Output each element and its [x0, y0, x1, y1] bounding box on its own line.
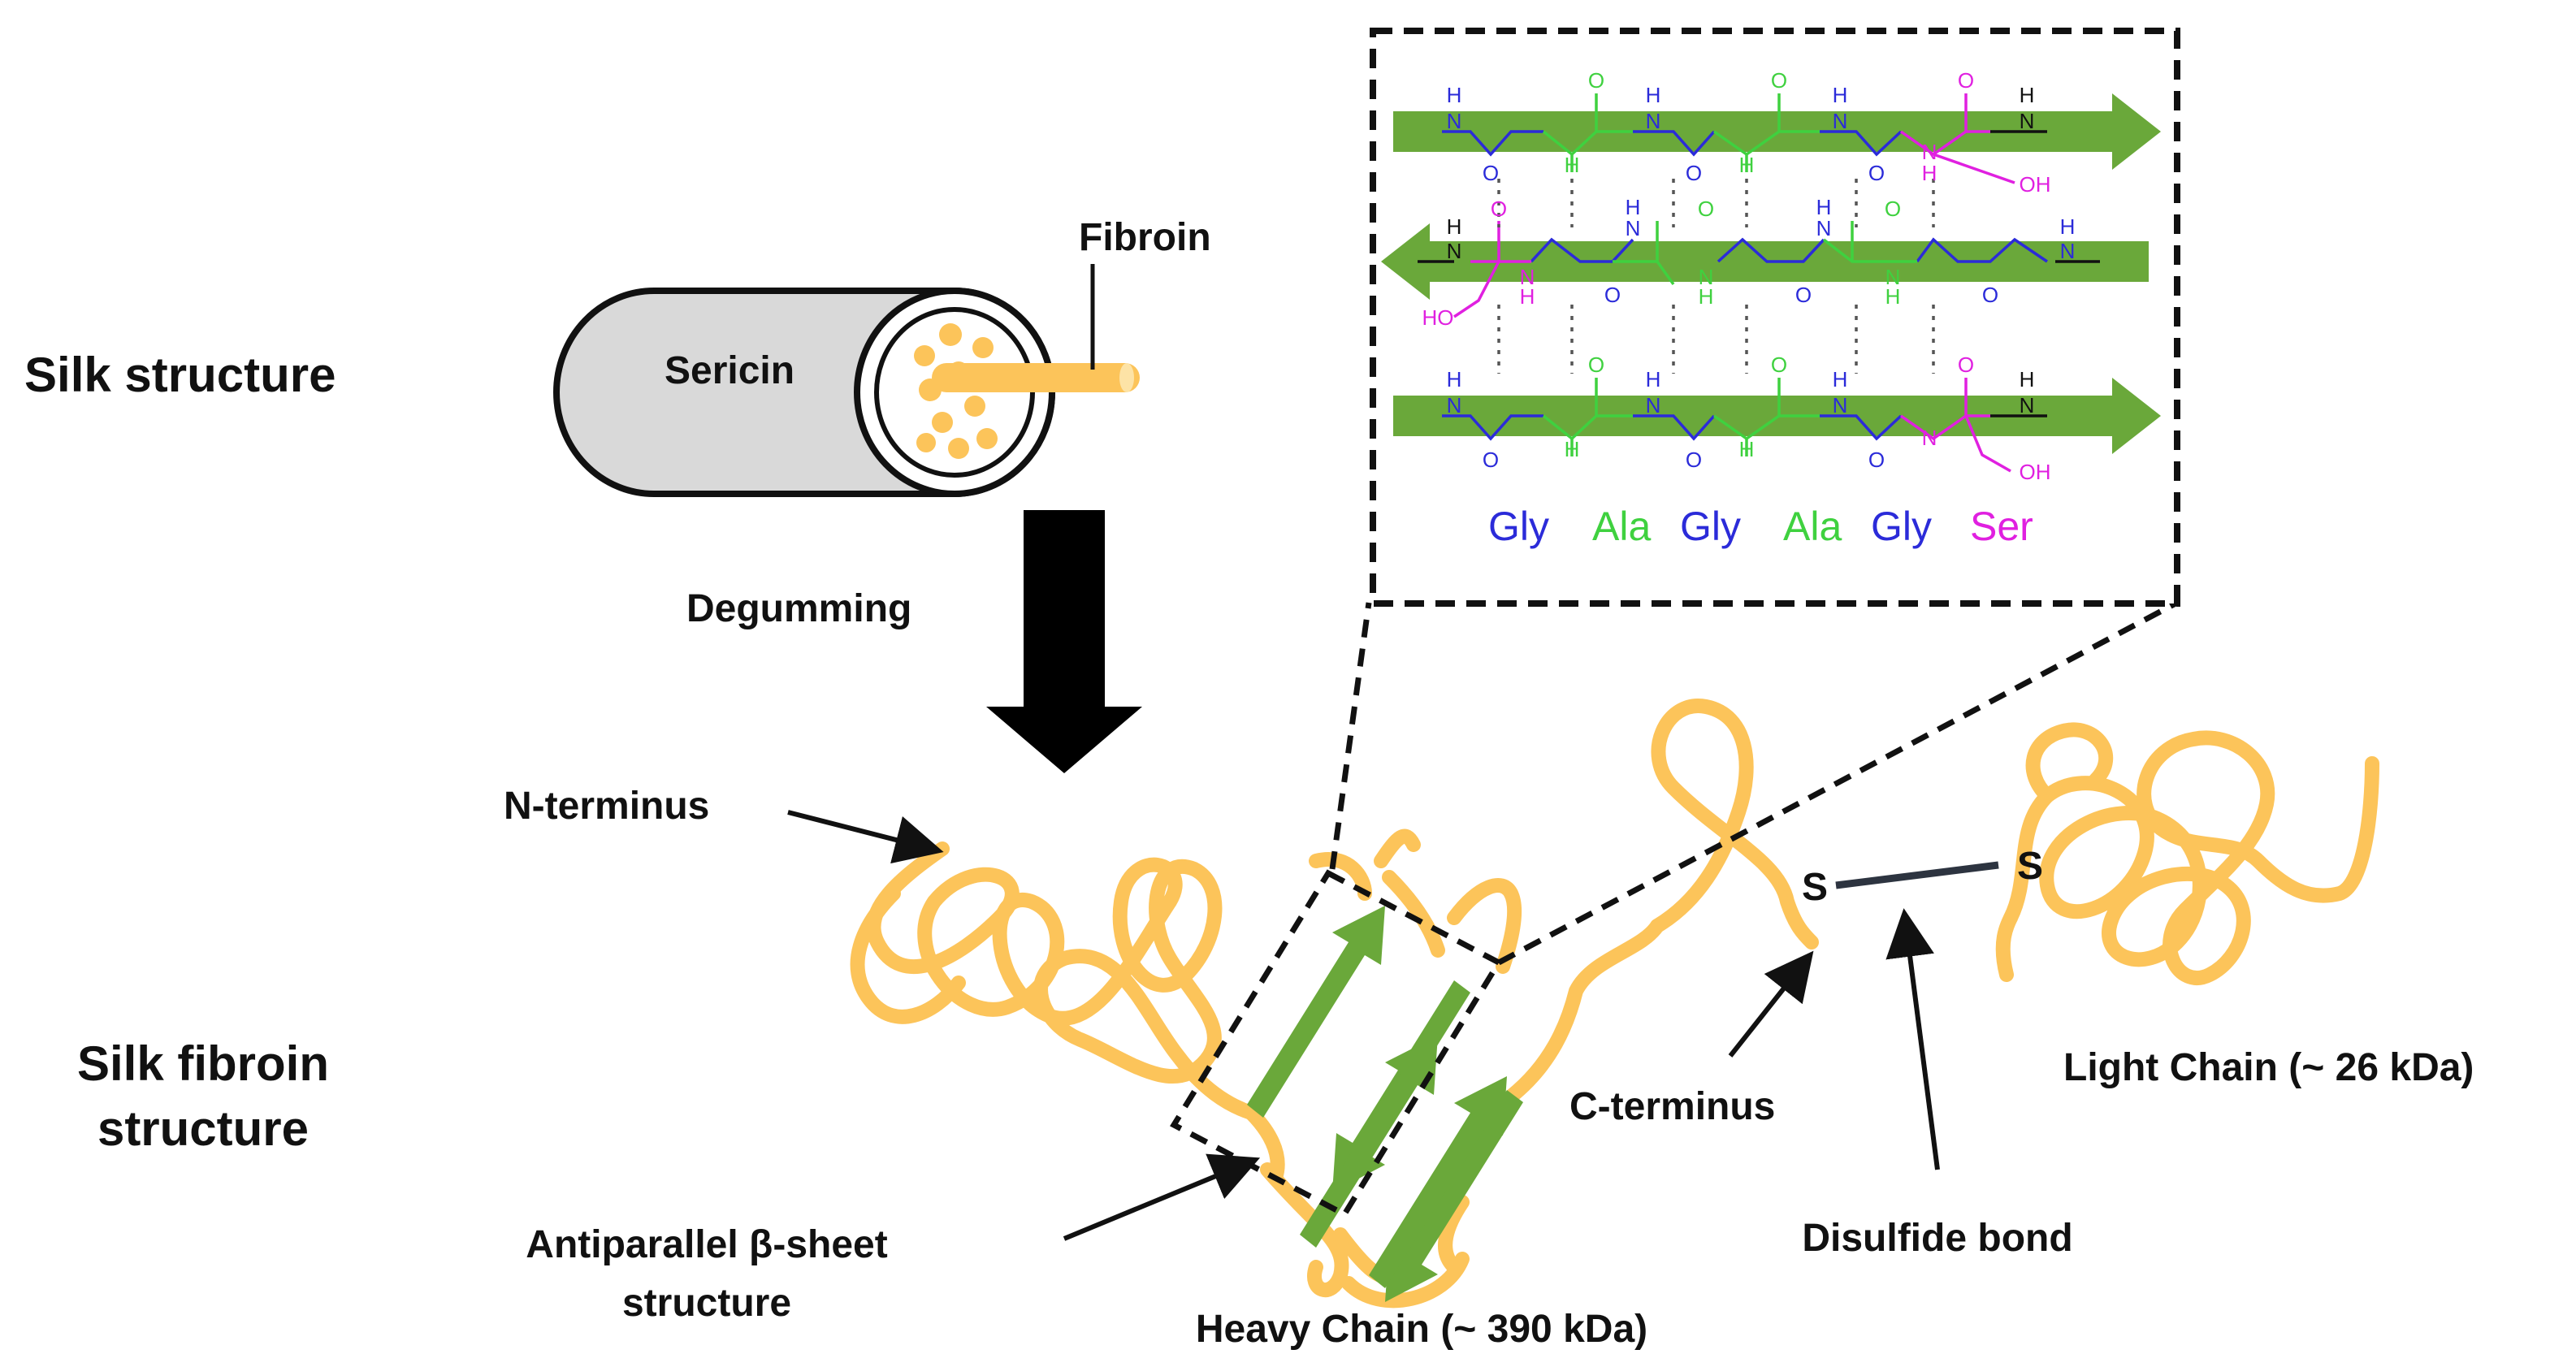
disulfide-bond-arrow: [1885, 908, 1940, 1170]
beta-sheet-highlight-box: [1170, 869, 1503, 1218]
n-terminus-arrow: [787, 810, 944, 864]
sericin-label: Sericin: [665, 349, 794, 392]
atom-h: H: [1447, 214, 1462, 239]
atom-o: O: [1491, 197, 1507, 221]
atom-n: N: [2060, 239, 2076, 263]
atom-oh: OH: [2020, 460, 2051, 484]
zoom-line-right: [1497, 599, 2179, 966]
degumming-label: Degumming: [686, 587, 911, 630]
atom-h: H: [1520, 284, 1535, 309]
atom-h: H: [1447, 83, 1462, 107]
atom-h: H: [1565, 153, 1580, 177]
atom-h: H: [1816, 195, 1832, 219]
antiparallel-arrow: [1063, 1153, 1261, 1241]
atom-n: N: [1833, 109, 1848, 133]
atom-o: O: [1588, 353, 1604, 377]
residue-label: Ser: [1970, 504, 2033, 549]
atom-h: H: [1646, 367, 1661, 391]
residue-label: Ala: [1783, 504, 1842, 549]
pointer-arrows: [787, 810, 1940, 1241]
disulfide-bond-label: Disulfide bond: [1802, 1217, 2072, 1260]
sequence-labels: Gly Ala Gly Ala Gly Ser: [1488, 504, 2033, 549]
atom-o: O: [1686, 448, 1702, 472]
antiparallel-label-line2: structure: [622, 1282, 791, 1325]
atom-n: N: [1447, 393, 1462, 417]
atom-o: O: [1771, 68, 1787, 93]
atom-o: O: [1686, 161, 1702, 185]
atom-n: N: [1699, 265, 1714, 289]
hydrogen-bonds: [1497, 179, 1935, 374]
atom-h: H: [1833, 83, 1848, 107]
atom-h: H: [2060, 214, 2076, 239]
light-chain-strand: [1995, 722, 2379, 985]
atom-n: N: [1816, 216, 1832, 240]
atom-o: O: [1483, 448, 1499, 472]
atom-h: H: [1565, 437, 1580, 461]
fibroin-label: Fibroin: [1079, 216, 1211, 259]
atom-o: O: [1588, 68, 1604, 93]
atom-h: H: [1646, 83, 1661, 107]
atom-o: O: [1698, 197, 1714, 221]
c-terminus-arrow: [1728, 950, 1814, 1058]
atom-n: N: [2020, 109, 2035, 133]
c-terminus-label: C-terminus: [1569, 1085, 1775, 1128]
atom-h: H: [1447, 367, 1462, 391]
atom-n: N: [1447, 239, 1462, 263]
atom-h: H: [1626, 195, 1641, 219]
atom-o: O: [1958, 68, 1974, 93]
molecular-backbones: [1418, 93, 2100, 473]
atom-n: N: [1646, 393, 1661, 417]
atom-o: O: [1483, 161, 1499, 185]
atom-n: N: [1646, 109, 1661, 133]
atom-h: H: [1922, 161, 1937, 185]
atom-n: N: [1626, 216, 1641, 240]
atom-n: N: [1922, 140, 1937, 164]
residue-label: Ala: [1592, 504, 1651, 549]
atom-o: O: [1958, 353, 1974, 377]
molecular-atoms: N H O O H N H O O H N H O O N H OH N H N…: [1422, 68, 2076, 484]
beta-sheet-arrows: [1247, 906, 1523, 1302]
atom-o: O: [1795, 283, 1812, 307]
atom-h: H: [1739, 437, 1755, 461]
disulfide-bond-line: [1835, 861, 1999, 889]
atom-h: H: [1699, 284, 1714, 309]
atom-h: H: [1885, 284, 1901, 309]
atom-h: H: [1833, 367, 1848, 391]
silk-fiber-cylinder: [553, 264, 1140, 497]
light-chain-label: Light Chain (~ 26 kDa): [2063, 1046, 2474, 1089]
atom-n: N: [1922, 426, 1937, 450]
atom-o: O: [1771, 353, 1787, 377]
atom-o: O: [1868, 448, 1885, 472]
silk-fibroin-structure-title-line1: Silk fibroin: [77, 1036, 329, 1091]
sulfur-right: S: [2017, 845, 2043, 888]
atom-o: O: [1982, 283, 1998, 307]
atom-h: H: [1739, 153, 1755, 177]
atom-oh: OH: [2020, 172, 2051, 197]
residue-label: Gly: [1680, 504, 1741, 549]
atom-h: H: [2020, 83, 2035, 107]
atom-o: O: [1604, 283, 1621, 307]
atom-n: N: [1447, 109, 1462, 133]
atom-n: N: [2020, 393, 2035, 417]
atom-n: N: [1885, 265, 1901, 289]
atom-n: N: [1520, 265, 1535, 289]
atom-o: O: [1868, 161, 1885, 185]
atom-h: H: [2020, 367, 2035, 391]
antiparallel-label-line1: Antiparallel β-sheet: [526, 1223, 887, 1266]
degumming-arrow: [986, 510, 1142, 773]
atom-n: N: [1833, 393, 1848, 417]
atom-o: O: [1885, 197, 1901, 221]
silk-structure-title: Silk structure: [24, 348, 336, 402]
residue-label: Gly: [1871, 504, 1932, 549]
sulfur-left: S: [1802, 866, 1828, 909]
silk-fibroin-structure-title-line2: structure: [97, 1101, 309, 1156]
n-terminus-label: N-terminus: [504, 785, 709, 828]
atom-ho: HO: [1422, 305, 1454, 330]
residue-label: Gly: [1488, 504, 1549, 549]
zoom-line-left: [1329, 602, 1372, 870]
heavy-chain-label: Heavy Chain (~ 390 kDa): [1196, 1308, 1647, 1351]
